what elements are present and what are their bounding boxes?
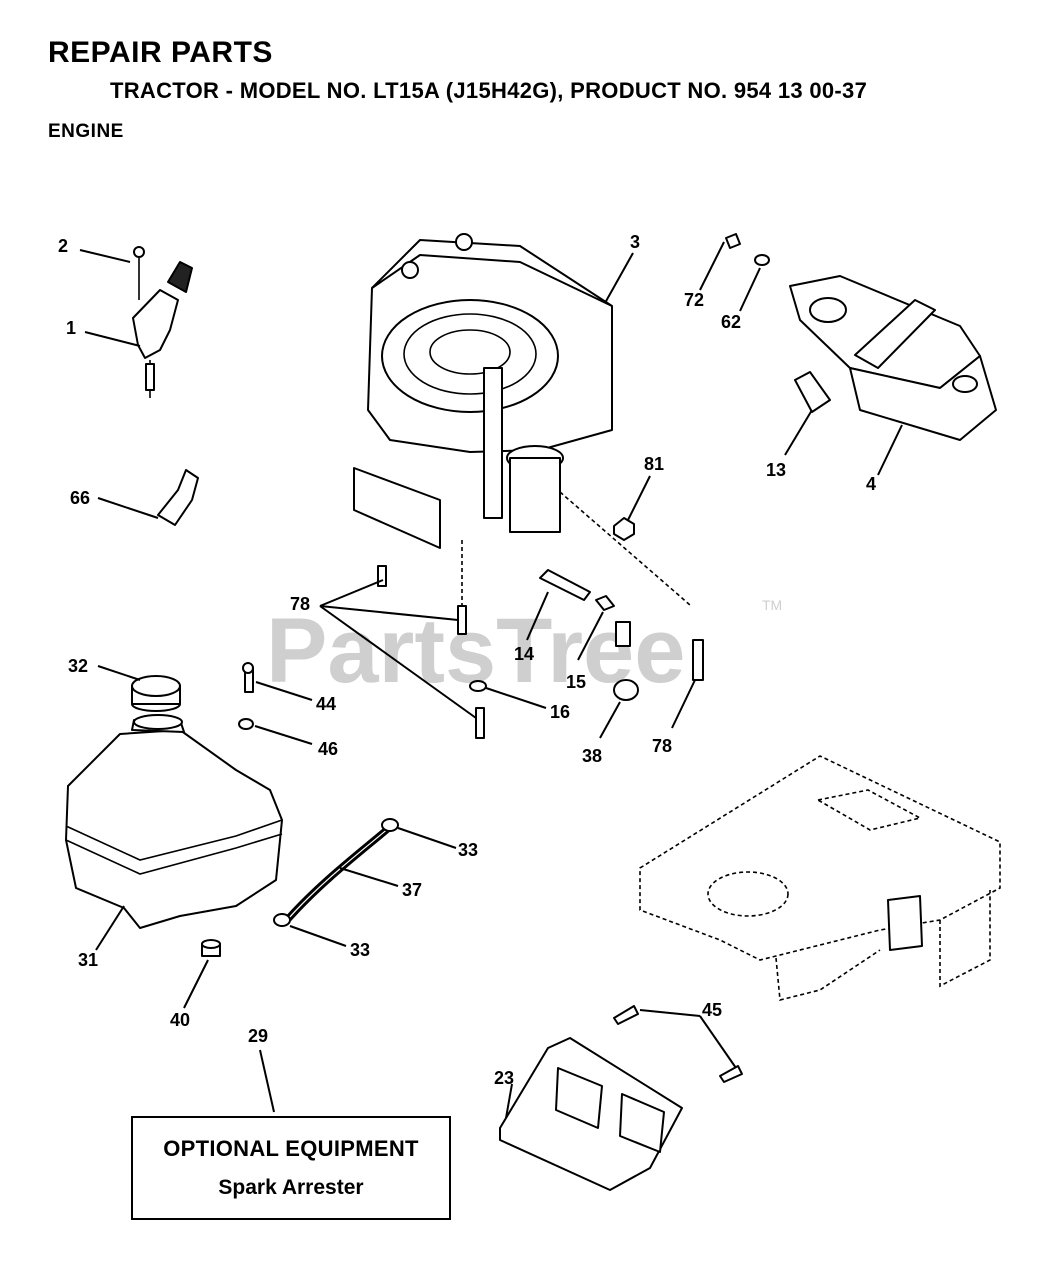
leader-45a bbox=[639, 1009, 701, 1017]
leader-29 bbox=[259, 1049, 275, 1113]
part-fuel-tank bbox=[65, 714, 283, 929]
leader-78b bbox=[671, 679, 696, 729]
leader-37 bbox=[339, 867, 399, 887]
leader-14 bbox=[526, 591, 549, 641]
callout-33a: 33 bbox=[458, 840, 478, 860]
leader-66 bbox=[97, 497, 159, 519]
callout-23: 23 bbox=[494, 1068, 514, 1088]
part-44-46 bbox=[238, 662, 254, 730]
callout-labels: 2 1 66 3 72 62 13 4 81 78 14 15 16 38 78… bbox=[58, 232, 876, 1088]
leader-13 bbox=[784, 409, 813, 456]
section-label: ENGINE bbox=[48, 121, 124, 142]
callout-32: 32 bbox=[68, 656, 88, 676]
leader-3 bbox=[604, 252, 634, 304]
leader-40 bbox=[183, 959, 209, 1009]
leader-45b bbox=[699, 1015, 737, 1069]
leader-23 bbox=[505, 1083, 513, 1119]
callout-45: 45 bbox=[702, 1000, 722, 1020]
page-title: REPAIR PARTS bbox=[48, 36, 273, 69]
callout-16: 16 bbox=[550, 702, 570, 722]
callout-78a: 78 bbox=[290, 594, 310, 614]
callout-62: 62 bbox=[721, 312, 741, 332]
callout-4: 4 bbox=[866, 474, 876, 494]
part-81-nut bbox=[613, 517, 635, 541]
optional-equipment-box: OPTIONAL EQUIPMENT Spark Arrester bbox=[131, 1116, 451, 1220]
callout-78b: 78 bbox=[652, 736, 672, 756]
optional-equipment-item: Spark Arrester bbox=[218, 1176, 364, 1199]
leader-44 bbox=[255, 681, 313, 701]
leader-2 bbox=[79, 249, 131, 263]
leader-33a bbox=[397, 827, 457, 849]
leader-81 bbox=[627, 475, 651, 521]
part-muffler-assembly bbox=[725, 233, 997, 441]
leader-38 bbox=[599, 701, 621, 739]
callout-81: 81 bbox=[644, 454, 664, 474]
callout-1: 1 bbox=[66, 318, 76, 338]
leader-32 bbox=[97, 665, 141, 681]
leader-33b bbox=[289, 925, 347, 947]
callout-38: 38 bbox=[582, 746, 602, 766]
part-frame bbox=[639, 755, 1001, 1002]
callout-29: 29 bbox=[248, 1026, 268, 1046]
callout-66: 66 bbox=[70, 488, 90, 508]
leader-4 bbox=[877, 424, 903, 476]
leader-72 bbox=[699, 241, 725, 291]
callout-31: 31 bbox=[78, 950, 98, 970]
part-hardware bbox=[377, 565, 704, 739]
part-heat-shield bbox=[499, 1005, 743, 1191]
callout-2: 2 bbox=[58, 236, 68, 256]
part-choke-lever bbox=[157, 469, 199, 526]
leader-1 bbox=[84, 331, 141, 347]
leader-78a-2 bbox=[319, 605, 459, 621]
callout-37: 37 bbox=[402, 880, 422, 900]
callout-33b: 33 bbox=[350, 940, 370, 960]
callout-14: 14 bbox=[514, 644, 534, 664]
optional-equipment-title: OPTIONAL EQUIPMENT bbox=[163, 1136, 419, 1161]
callout-15: 15 bbox=[566, 672, 586, 692]
leader-78a-3 bbox=[319, 605, 477, 719]
callout-40: 40 bbox=[170, 1010, 190, 1030]
leader-31 bbox=[95, 905, 125, 951]
callout-13: 13 bbox=[766, 460, 786, 480]
leader-78a bbox=[319, 579, 384, 607]
callout-46: 46 bbox=[318, 739, 338, 759]
watermark-tm: TM bbox=[762, 597, 782, 613]
leader-46 bbox=[254, 725, 313, 745]
leader-16 bbox=[485, 687, 547, 709]
leader-62 bbox=[739, 267, 761, 312]
callout-44: 44 bbox=[316, 694, 336, 714]
part-fuel-cap bbox=[131, 675, 181, 712]
part-engine bbox=[353, 233, 691, 620]
part-throttle-control bbox=[132, 246, 193, 398]
model-subtitle: TRACTOR - MODEL NO. LT15A (J15H42G), PRO… bbox=[110, 78, 868, 103]
callout-72: 72 bbox=[684, 290, 704, 310]
callout-3: 3 bbox=[630, 232, 640, 252]
leader-15 bbox=[577, 611, 604, 661]
